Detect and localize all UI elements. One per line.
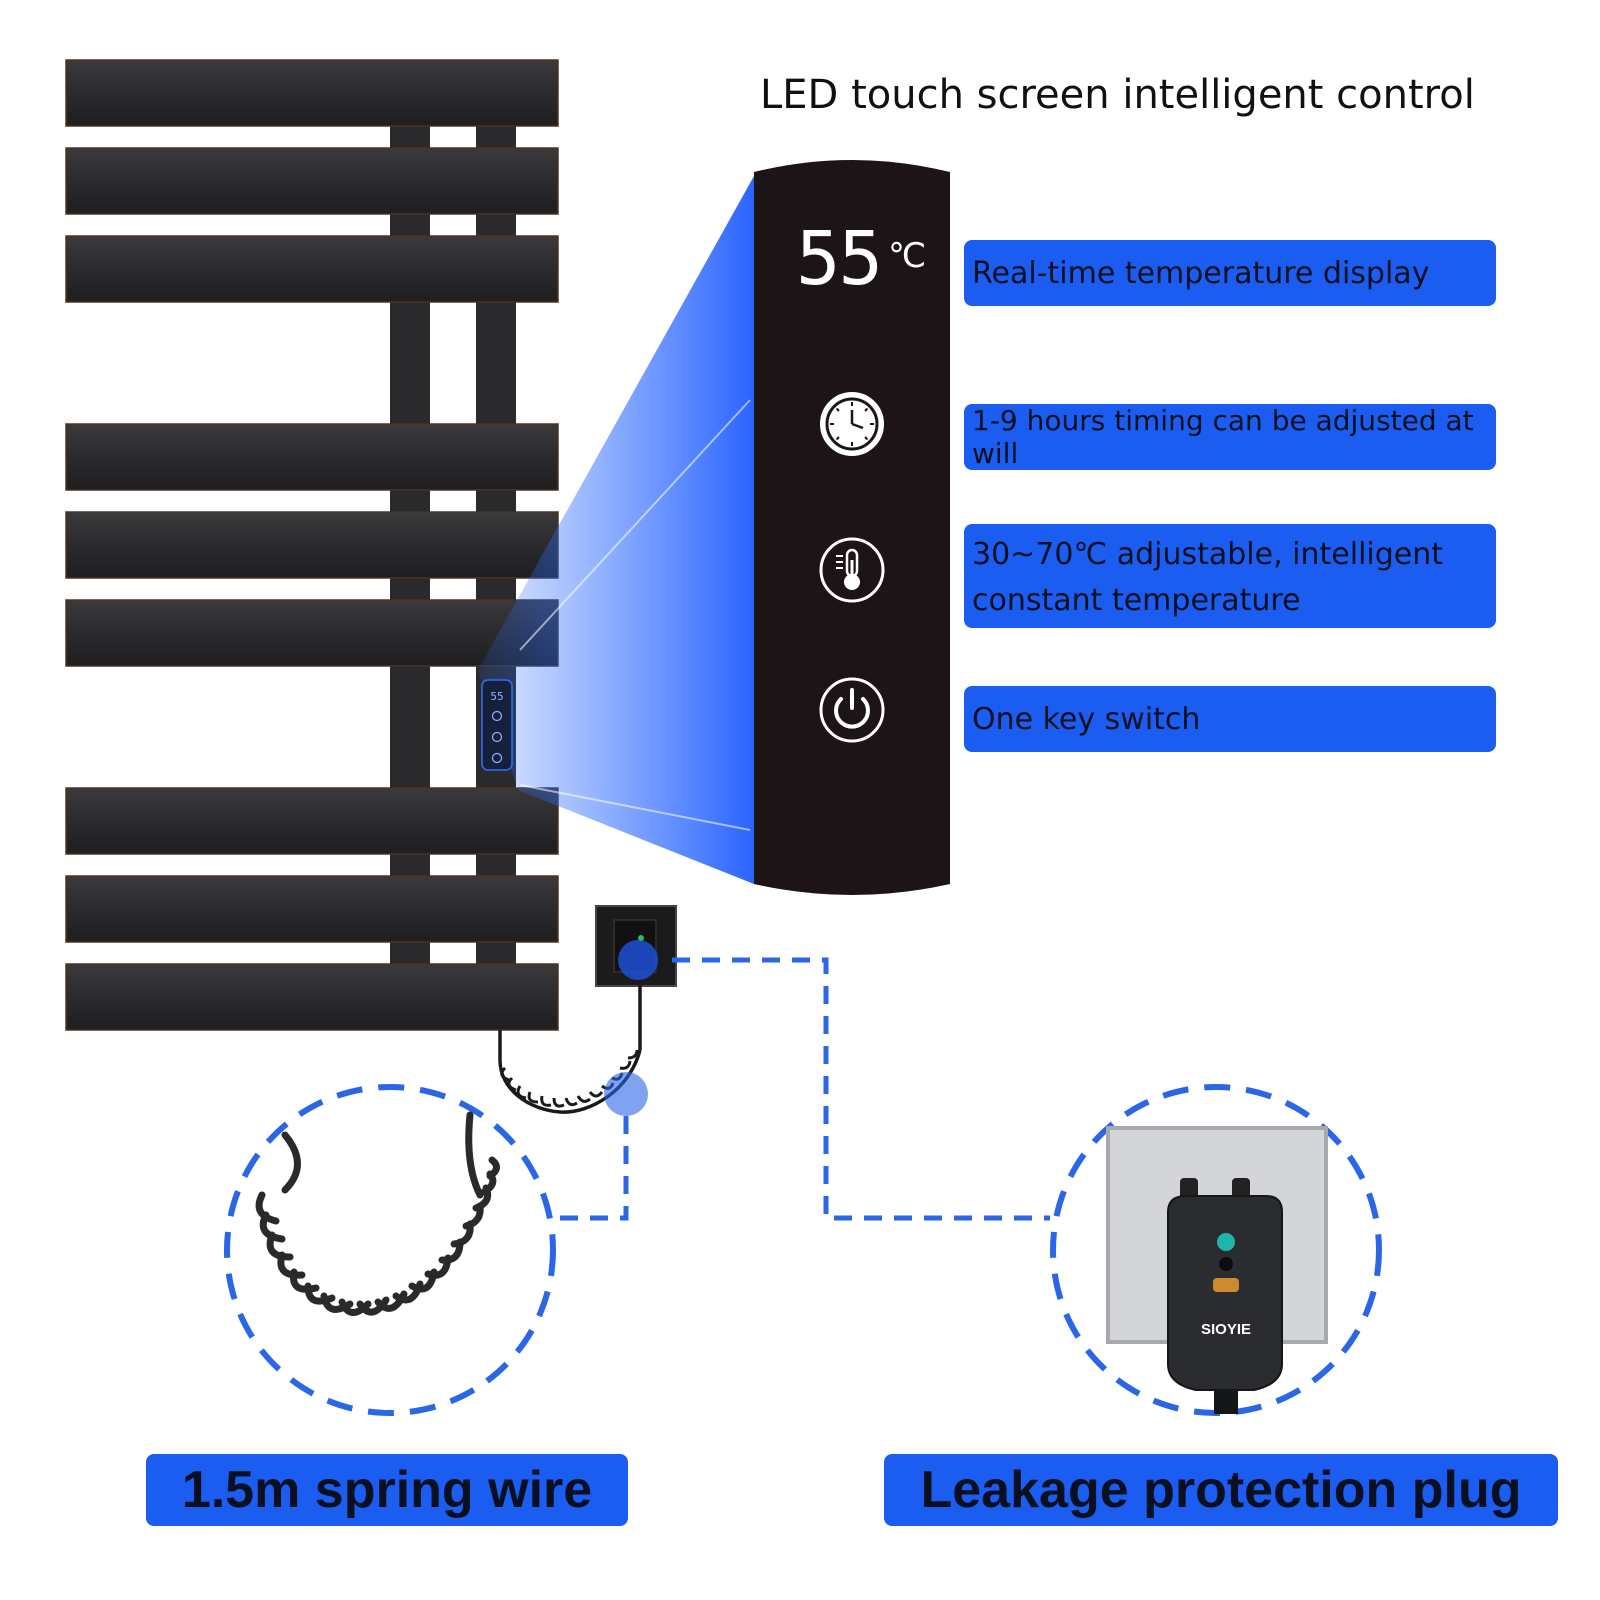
clock-icon[interactable]	[820, 392, 884, 456]
caption-leakage-plug: Leakage protection plug	[884, 1454, 1558, 1526]
zoom-beam	[478, 176, 754, 884]
rail-2	[65, 147, 559, 215]
plug-inset: SIOYIE	[1050, 1084, 1382, 1416]
spring-wire-inset	[224, 1084, 556, 1416]
wall-socket	[595, 905, 677, 987]
rail-3	[65, 235, 559, 303]
feature-text: 1-9 hours timing can be adjusted at will	[972, 404, 1474, 470]
plug-prong-left	[1180, 1178, 1198, 1200]
feature-label-temperature-range: 30~70℃ adjustable, intelligent constant …	[964, 524, 1496, 628]
rail-8	[65, 875, 559, 943]
plug-prong-right	[1232, 1178, 1250, 1200]
mini-clock-icon	[491, 710, 503, 722]
feature-label-power-switch: One key switch	[964, 686, 1496, 752]
plug-brand-logo: SIOYIE	[1201, 1321, 1251, 1338]
caption-text: Leakage protection plug	[920, 1461, 1522, 1519]
caption-spring-wire: 1.5m spring wire	[146, 1454, 628, 1526]
rail-4	[65, 423, 559, 491]
mini-control-panel: 55	[481, 679, 513, 771]
mini-readout: 55	[490, 690, 503, 703]
rail-9	[65, 963, 559, 1031]
power-icon[interactable]	[819, 677, 885, 743]
feature-text-line-2: constant temperature	[972, 583, 1301, 618]
feature-text-line-1: 30~70℃ adjustable, intelligent	[972, 537, 1444, 572]
spring-cord	[498, 980, 648, 1116]
rail-7	[65, 787, 559, 855]
temperature-unit: ℃	[888, 236, 927, 276]
temperature-readout: 55	[796, 216, 883, 302]
feature-text: One key switch	[972, 701, 1201, 737]
beam-highlight	[519, 399, 751, 651]
page-title: LED touch screen intelligent control	[760, 72, 1475, 118]
feature-label-timer: 1-9 hours timing can be adjusted at will	[964, 404, 1496, 470]
beam-highlight-lower	[519, 784, 751, 831]
indicator-light	[1217, 1233, 1235, 1251]
test-button	[1219, 1257, 1233, 1271]
mini-power-icon	[491, 752, 503, 764]
dashed-connectors	[558, 957, 1050, 1221]
plug-body	[1167, 1195, 1283, 1391]
towel-rails	[65, 59, 559, 1031]
reset-button	[1213, 1278, 1239, 1292]
feature-text: Real-time temperature display	[972, 255, 1430, 291]
rail-5	[65, 511, 559, 579]
caption-text: 1.5m spring wire	[181, 1461, 593, 1519]
mini-thermometer-icon	[491, 731, 503, 743]
rail-1	[65, 59, 559, 127]
led-control-panel	[754, 160, 950, 895]
feature-label-temperature-display: Real-time temperature display	[964, 240, 1496, 306]
rail-6	[65, 599, 559, 667]
thermometer-icon[interactable]	[819, 537, 885, 603]
plug-cable	[1214, 1390, 1238, 1414]
